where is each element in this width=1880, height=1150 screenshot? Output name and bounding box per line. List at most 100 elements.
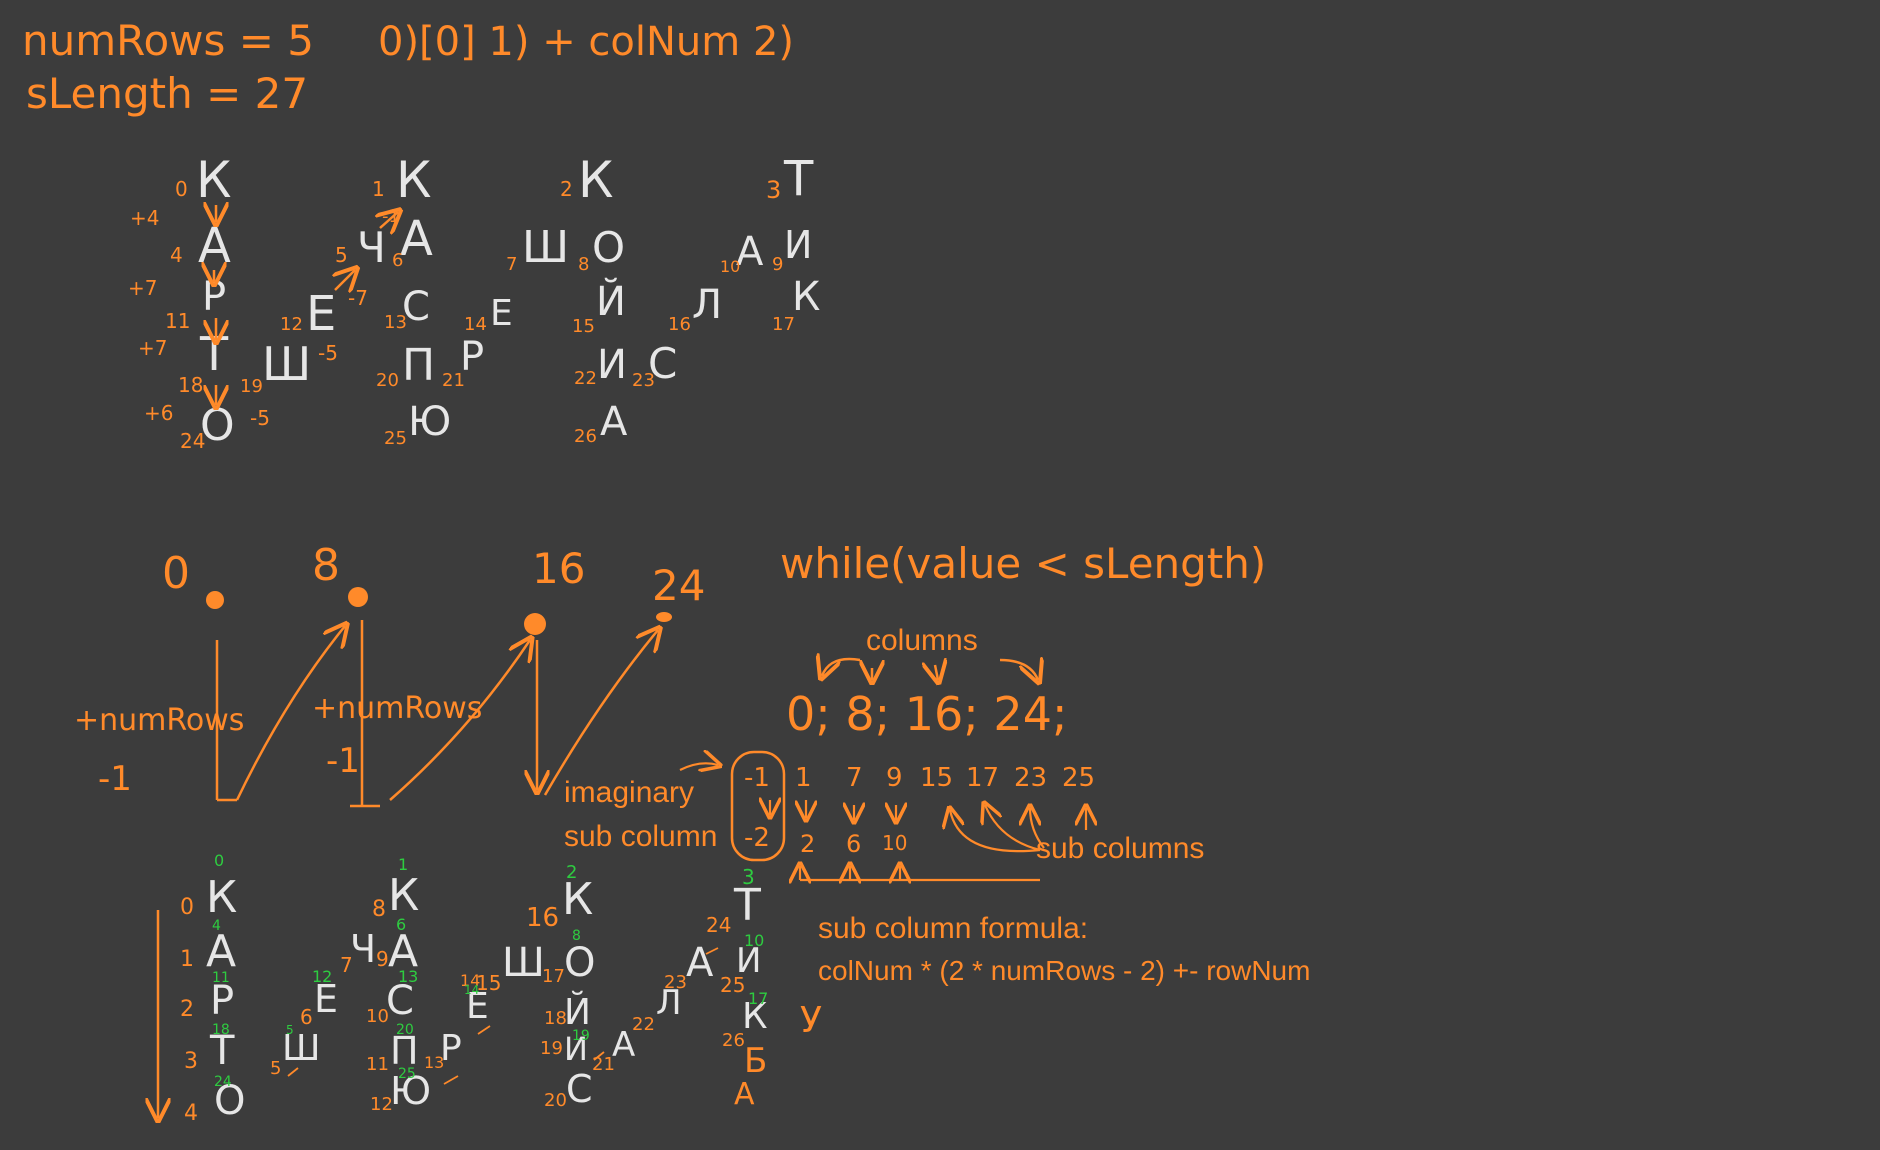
- zig-green-index: 24: [214, 1074, 232, 1090]
- zig-index: 21: [442, 370, 465, 391]
- column-list: 0; 8; 16; 24;: [786, 687, 1067, 741]
- step-note: -7: [348, 286, 368, 310]
- zigzag-path: [215, 620, 658, 808]
- zig-index: 17: [772, 314, 795, 335]
- zig-letter: С: [566, 1067, 593, 1111]
- zig-letter: Е: [490, 293, 513, 334]
- zig-letter: Т: [209, 1028, 235, 1074]
- zig-letter: С: [386, 978, 414, 1024]
- zig-letter: И: [597, 342, 627, 388]
- zig-index: 3: [766, 176, 781, 204]
- zig-index: 1: [372, 177, 385, 201]
- zig-index: 6: [300, 1005, 313, 1029]
- zig-index: 25: [720, 973, 745, 997]
- zig-green-index: 8: [572, 928, 581, 944]
- zig-green-index: 10: [744, 931, 764, 950]
- step-note: +7: [128, 276, 157, 300]
- zig-letter: А: [388, 926, 418, 977]
- zig-green-index: 14: [464, 983, 479, 997]
- start-dot: [656, 612, 672, 622]
- zig-index: 19: [540, 1038, 563, 1059]
- imaginary-label: imaginary: [564, 776, 694, 809]
- columns-label: columns: [866, 624, 978, 657]
- zig-index: 15: [476, 971, 501, 995]
- row-number: 1: [180, 947, 194, 972]
- zig-letter: Л: [692, 282, 722, 328]
- zig-letter: А: [600, 399, 628, 445]
- sub-values-bottom: -2 2 6 10: [744, 823, 907, 858]
- zig-index: 11: [165, 309, 190, 333]
- zig-index: 16: [526, 903, 559, 933]
- column-start-0: 0: [162, 548, 190, 599]
- zig-index: 15: [572, 316, 595, 337]
- zig-green-index: 4: [212, 918, 221, 934]
- s-length-note: sLength = 27: [26, 69, 308, 118]
- zig-index: 5: [335, 243, 348, 267]
- zig-letter: К: [196, 151, 232, 209]
- zig-letter: К: [388, 870, 419, 921]
- zig-index: 5: [270, 1058, 281, 1079]
- zig-letter: Ю: [408, 399, 451, 445]
- zig-index: 23: [664, 972, 687, 993]
- zig-letter: Т: [733, 880, 761, 931]
- start-dot: [348, 587, 368, 607]
- zig-letter: К: [578, 151, 614, 209]
- zig-index: 7: [340, 953, 353, 977]
- zig-letter: И: [784, 223, 812, 267]
- zig-letter: О: [592, 223, 625, 272]
- bottom-arrows: [287, 947, 719, 1085]
- zig-index: 22: [632, 1014, 655, 1035]
- start-dot: [524, 613, 546, 635]
- sub-column-arrows: [679, 763, 1086, 880]
- zig-index: 18: [544, 1008, 567, 1029]
- zig-letter: У: [800, 1000, 822, 1041]
- zig-index: 14: [460, 971, 480, 990]
- zig-green-index: 25: [398, 1066, 416, 1082]
- flow-arrows: [214, 205, 398, 405]
- step-note: +4: [130, 206, 159, 230]
- zig-green-index: 3: [742, 865, 755, 889]
- zig-letter: Е: [306, 286, 336, 342]
- zig-index: 18: [178, 373, 203, 397]
- imaginary-column-outline: [730, 750, 786, 862]
- zig-index: 12: [280, 314, 303, 335]
- zig-letter: Ш: [262, 337, 311, 391]
- zig-letter: К: [792, 274, 820, 320]
- zig-index: 13: [384, 312, 407, 333]
- zig-letter: Р: [440, 1028, 462, 1069]
- row-number: 2: [180, 997, 194, 1022]
- sub-value: 15: [920, 763, 953, 793]
- zig-index: 22: [574, 368, 597, 389]
- zig-green-index: 17: [748, 989, 768, 1008]
- zig-index: 16: [668, 314, 691, 335]
- zig-green-index: 2: [566, 862, 577, 883]
- zig-green-index: 20: [396, 1022, 414, 1038]
- sub-value: 6: [846, 830, 861, 858]
- zig-index: 26: [574, 426, 597, 447]
- zig-index: 23: [632, 370, 655, 391]
- sub-value: 1: [795, 763, 812, 793]
- zig-letter: Т: [199, 327, 229, 381]
- zig-letter: Е: [466, 986, 489, 1027]
- zig-index: 9: [772, 254, 783, 275]
- zig-letter: Ш: [522, 222, 569, 273]
- zig-letter: Т: [783, 151, 814, 207]
- sub-columns-label: sub columns: [1036, 832, 1204, 865]
- zig-index: 19: [240, 376, 263, 397]
- zig-green-index: 13: [398, 967, 418, 986]
- zig-letter: И: [564, 1030, 588, 1068]
- imaginary-label-2: sub column: [564, 820, 717, 853]
- zig-green-index: 5: [286, 1023, 294, 1037]
- zig-letter: А: [736, 229, 764, 275]
- zig-index: 20: [376, 370, 399, 391]
- zig-letter: О: [564, 940, 595, 986]
- step-label: -1: [98, 759, 132, 799]
- zig-letter: П: [390, 1029, 419, 1073]
- zig-letter: С: [648, 339, 677, 388]
- formula-title: sub column formula:: [818, 912, 1088, 945]
- zig-index: 25: [384, 428, 407, 449]
- zig-letter: Ю: [390, 1069, 431, 1113]
- zig-letter: А: [400, 211, 433, 267]
- zig-letter: Й: [596, 277, 626, 325]
